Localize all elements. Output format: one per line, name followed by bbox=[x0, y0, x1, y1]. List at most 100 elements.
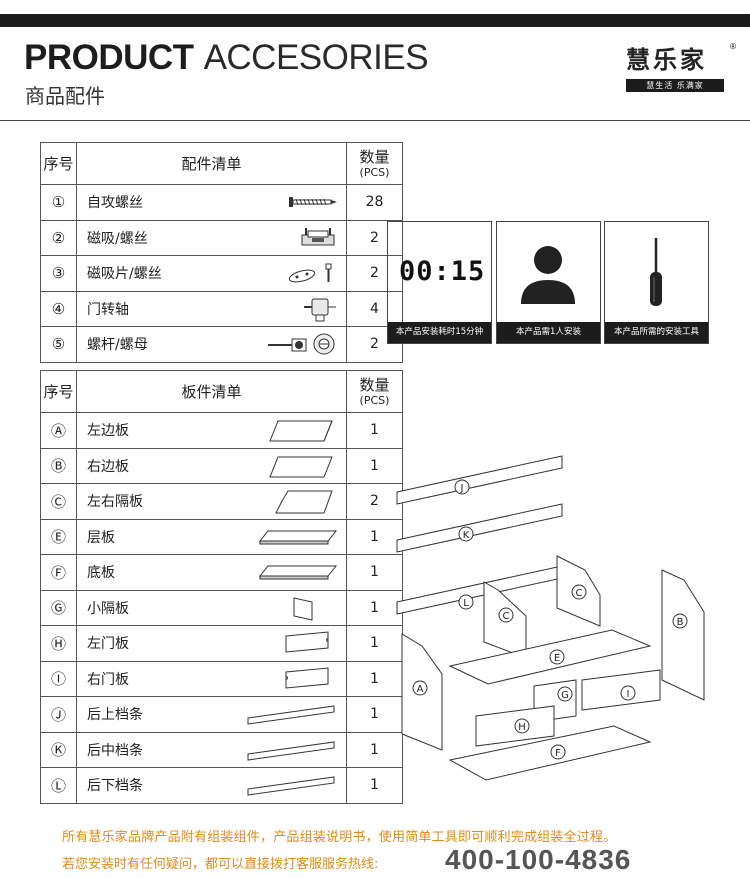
row-name: 右门板 bbox=[87, 671, 129, 688]
row-qty: 4 bbox=[346, 290, 403, 327]
table-row: Ⓛ 后下档条 1 bbox=[40, 767, 403, 804]
label-g: G bbox=[561, 690, 569, 701]
label-f: F bbox=[555, 748, 561, 759]
col-qty: 数量(PCS) bbox=[346, 370, 403, 413]
row-name: 磁吸片/螺丝 bbox=[87, 266, 162, 283]
row-index: ④ bbox=[40, 290, 77, 327]
table-row: Ⓖ 小隔板 1 bbox=[40, 589, 403, 626]
row-qty: 1 bbox=[346, 660, 403, 697]
row-qty: 28 bbox=[346, 184, 403, 221]
row-qty: 1 bbox=[346, 447, 403, 484]
row-name-cell: 自攻螺丝 bbox=[76, 184, 347, 221]
label-e: E bbox=[554, 653, 560, 664]
bottom-f bbox=[448, 725, 652, 781]
title-bold: PRODUCT bbox=[24, 38, 194, 77]
row-index: Ⓗ bbox=[40, 625, 77, 662]
row-name-cell: 小隔板 bbox=[76, 589, 347, 626]
row-index: Ⓔ bbox=[40, 518, 77, 555]
title-normal: ACCESORIES bbox=[203, 38, 429, 77]
brand-reg: ® bbox=[729, 42, 737, 51]
table-row: Ⓙ 后上档条 1 bbox=[40, 696, 403, 733]
card-caption: 本产品安装耗时15分钟 bbox=[388, 322, 491, 343]
row-index: Ⓘ bbox=[40, 660, 77, 697]
col-qty: 数量(PCS) bbox=[346, 142, 403, 185]
row-name: 门转轴 bbox=[87, 301, 129, 318]
row-qty: 1 bbox=[346, 767, 403, 804]
row-index: Ⓕ bbox=[40, 554, 77, 591]
row-name-cell: 左边板 bbox=[76, 412, 347, 449]
row-name-cell: 右门板 bbox=[76, 660, 347, 697]
table-row: ③ 磁吸片/螺丝 2 bbox=[40, 255, 403, 292]
label-h: H bbox=[518, 722, 526, 733]
magnet-plate-icon bbox=[288, 263, 332, 283]
row-qty: 2 bbox=[346, 255, 403, 292]
panel-b bbox=[661, 569, 705, 701]
door-hinge-pin-icon bbox=[304, 298, 336, 322]
label-j: J bbox=[460, 483, 464, 494]
row-qty: 1 bbox=[346, 412, 403, 449]
board-table-header: 序号 板件清单 数量(PCS) bbox=[40, 370, 403, 413]
row-index: Ⓛ bbox=[40, 767, 77, 804]
row-name: 右边板 bbox=[87, 458, 129, 475]
accessory-table-header: 序号 配件清单 数量(PCS) bbox=[40, 142, 403, 185]
table-row: ④ 门转轴 4 bbox=[40, 290, 403, 327]
row-name: 左门板 bbox=[87, 636, 129, 653]
left-panel-icon bbox=[269, 420, 333, 442]
row-index: Ⓖ bbox=[40, 589, 77, 626]
info-card-people: 本产品需1人安装 bbox=[496, 221, 601, 344]
cam-bolt-nut-icon bbox=[268, 333, 335, 355]
card-caption: 本产品所需的安装工具 bbox=[605, 322, 708, 343]
bottom-board-icon bbox=[258, 565, 338, 580]
board-table: 序号 板件清单 数量(PCS) Ⓐ 左边板 1 Ⓑ 右边板 1 Ⓒ 左右隔板 2… bbox=[40, 370, 403, 804]
rail-icon bbox=[247, 705, 335, 725]
row-qty: 1 bbox=[346, 518, 403, 555]
rail-icon bbox=[247, 741, 335, 761]
row-name-cell: 后上档条 bbox=[76, 696, 347, 733]
card-caption: 本产品需1人安装 bbox=[497, 322, 600, 343]
col-name: 板件清单 bbox=[76, 370, 347, 413]
row-index: Ⓙ bbox=[40, 696, 77, 733]
row-index: ③ bbox=[40, 255, 77, 292]
label-k: K bbox=[463, 530, 470, 541]
label-a: A bbox=[417, 684, 424, 695]
rail-icon bbox=[247, 776, 335, 796]
label-b: B bbox=[677, 617, 684, 628]
col-qty-unit: (PCS) bbox=[359, 165, 390, 179]
row-qty: 1 bbox=[346, 625, 403, 662]
top-bar bbox=[0, 14, 750, 27]
row-index: ① bbox=[40, 184, 77, 221]
col-qty-label: 数量 bbox=[359, 147, 390, 166]
table-row: ① 自攻螺丝 28 bbox=[40, 184, 403, 221]
row-name-cell: 后下档条 bbox=[76, 767, 347, 804]
table-row: Ⓚ 后中档条 1 bbox=[40, 731, 403, 768]
row-name-cell: 后中档条 bbox=[76, 731, 347, 768]
door-i bbox=[581, 669, 661, 711]
row-name: 底板 bbox=[87, 565, 115, 582]
row-index: Ⓑ bbox=[40, 447, 77, 484]
right-panel-icon bbox=[269, 456, 333, 478]
col-qty-unit: (PCS) bbox=[359, 393, 390, 407]
row-name-cell: 门转轴 bbox=[76, 290, 347, 327]
row-name: 后上档条 bbox=[87, 707, 143, 724]
rail-j bbox=[396, 455, 563, 505]
footer-hotline-label: 若您安装时有任何疑问，都可以直接拨打客服服务热线: bbox=[62, 857, 379, 872]
row-qty: 1 bbox=[346, 589, 403, 626]
screwdriver-icon bbox=[650, 238, 662, 306]
small-divider-icon bbox=[293, 597, 313, 621]
brand-name: 慧乐家 bbox=[626, 46, 707, 74]
row-name: 层板 bbox=[87, 529, 115, 546]
row-name-cell: 磁吸片/螺丝 bbox=[76, 255, 347, 292]
table-row: Ⓗ 左门板 1 bbox=[40, 625, 403, 662]
label-c-right: C bbox=[576, 588, 583, 599]
label-l: L bbox=[463, 598, 469, 609]
row-name: 自攻螺丝 bbox=[87, 195, 143, 212]
brand-logo: 慧乐家 ® 慧生活 乐满家 bbox=[626, 40, 737, 92]
shelf-board-icon bbox=[258, 530, 338, 545]
col-index: 序号 bbox=[40, 370, 77, 413]
label-c-left: C bbox=[503, 611, 510, 622]
row-index: Ⓚ bbox=[40, 731, 77, 768]
row-name-cell: 左右隔板 bbox=[76, 483, 347, 520]
row-name: 后中档条 bbox=[87, 742, 143, 759]
row-name-cell: 层板 bbox=[76, 518, 347, 555]
